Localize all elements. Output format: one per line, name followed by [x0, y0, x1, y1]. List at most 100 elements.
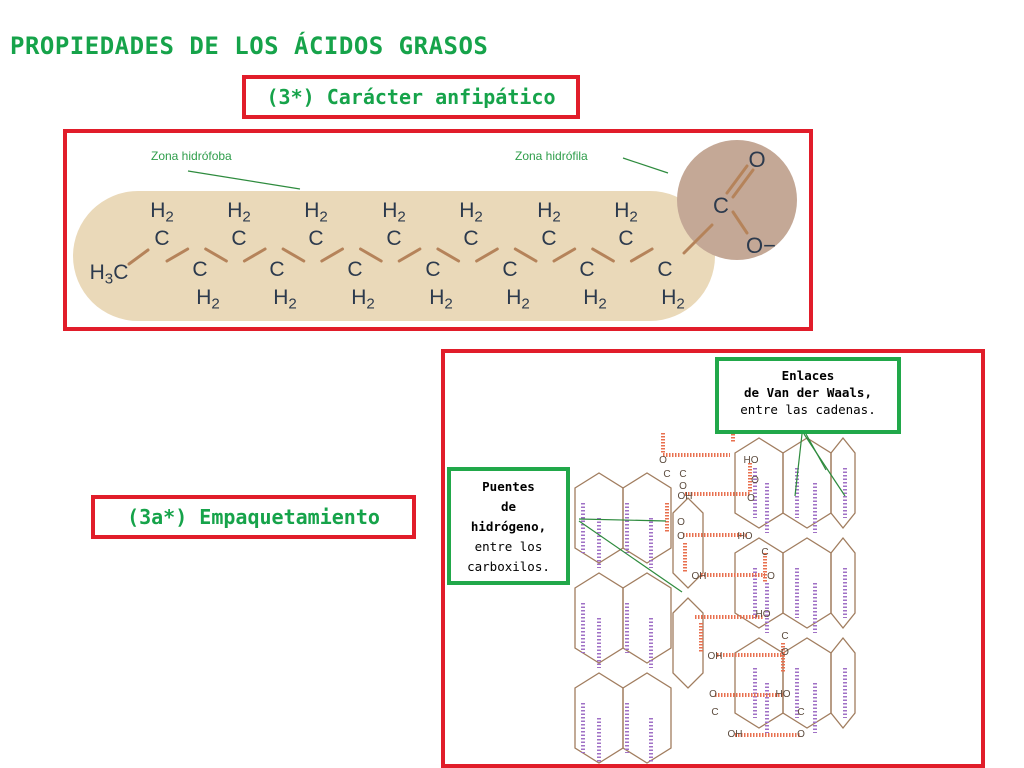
hydrophobic-zone: [73, 191, 715, 321]
zone-hydrophobic-label: Zona hidrófoba: [151, 149, 232, 163]
bond-double-2: [731, 168, 755, 199]
section-label-empaquetamiento-text: (3a*) Empaquetamiento: [127, 505, 380, 529]
h2-label: H2: [583, 286, 607, 313]
carbon-atom: C: [192, 258, 207, 281]
carbon-atom: C: [154, 227, 169, 250]
atom-label: O: [659, 455, 667, 466]
atom-label: HO: [756, 609, 771, 620]
carbon-atom: C: [502, 258, 517, 281]
h2-label: H2: [196, 286, 220, 313]
atom-label: C: [797, 707, 804, 718]
atom-label: O: [679, 481, 687, 492]
lattice-cell: [782, 537, 832, 629]
h2-label: H2: [304, 199, 328, 226]
bond-chain: [242, 247, 267, 263]
h2-label: H2: [661, 286, 685, 313]
atom-label: O: [797, 729, 805, 740]
vdw-line-3: entre las cadenas.: [740, 402, 876, 417]
h2-label: H2: [382, 199, 406, 226]
carbon-atom: C: [425, 258, 440, 281]
carbon-atom: C: [347, 258, 362, 281]
h2-label: H2: [429, 286, 453, 313]
lattice-cell: [830, 636, 856, 730]
section-label-empaquetamiento: (3a*) Empaquetamiento: [91, 495, 416, 539]
lattice-cell: [622, 672, 672, 764]
van-der-waals-callout: Enlaces de Van der Waals, entre las cade…: [715, 357, 901, 434]
atom-label: O: [781, 647, 789, 658]
bond-chain: [320, 247, 344, 263]
hb-line-3: hidrógeno,: [470, 519, 547, 534]
zone-hydrophilic-label: Zona hidrófila: [515, 149, 588, 163]
bond-chain: [591, 247, 615, 263]
hb-line-1: Puentes: [482, 479, 535, 494]
atom-label: C: [781, 631, 788, 642]
carbon-atom: C: [231, 227, 246, 250]
h2-label: H2: [273, 286, 297, 313]
carbon-atom: C: [308, 227, 323, 250]
bond-methyl: [127, 248, 150, 266]
bond-chain: [436, 247, 461, 263]
atom-label: O: [767, 571, 775, 582]
bond-chain: [552, 247, 577, 263]
section-label-anfipatico: (3*) Carácter anfipático: [242, 75, 580, 119]
lattice-cell: [734, 637, 784, 729]
lattice-cell: [782, 637, 832, 729]
atom-label: OH: [692, 571, 707, 582]
atom-label: O: [709, 689, 717, 700]
vdw-line-2: de Van der Waals,: [744, 385, 872, 400]
carboxyl-carbon: C: [713, 193, 729, 218]
bond-chain: [629, 247, 654, 263]
atom-label: OH: [728, 729, 743, 740]
h2-label: H2: [351, 286, 375, 313]
lattice-cell: [622, 572, 672, 664]
lattice-cell: [830, 536, 856, 630]
bond-chain: [475, 247, 499, 263]
h2-label: H2: [506, 286, 530, 313]
bond-chain: [165, 247, 190, 263]
bond-chain: [513, 247, 538, 263]
bond-chain: [359, 247, 383, 263]
oxygen-double: O: [748, 147, 765, 172]
atom-label: C: [663, 469, 670, 480]
atom-label: HO: [738, 531, 753, 542]
lattice-cell: [672, 597, 704, 689]
methyl-label: H3C: [90, 261, 129, 288]
atom-label: C: [711, 707, 718, 718]
hydrogen-bridges-callout: Puentes de hidrógeno, entre los carboxil…: [447, 467, 570, 585]
bond-carboxyl: [682, 223, 714, 255]
hydrogen-bonds: [661, 413, 800, 737]
atom-label: C: [679, 469, 686, 480]
atom-label: HO: [776, 689, 791, 700]
lattice-cell: [622, 472, 672, 564]
atom-label: C: [761, 547, 768, 558]
lattice-cell: [734, 437, 784, 529]
page-title: PROPIEDADES DE LOS ÁCIDOS GRASOS: [10, 32, 489, 60]
atom-label: O: [747, 493, 755, 504]
h2-label: H2: [459, 199, 483, 226]
carbon-atom: C: [269, 258, 284, 281]
bond-chain: [281, 247, 306, 263]
bond-double-1: [725, 164, 749, 195]
h2-label: H2: [227, 199, 251, 226]
bond-single-o: [731, 210, 749, 235]
lattice-cell: [782, 437, 832, 529]
atom-label: OH: [708, 651, 723, 662]
carbon-atom: C: [386, 227, 401, 250]
hb-line-5: carboxilos.: [467, 559, 550, 574]
carbon-atom: C: [541, 227, 556, 250]
atom-label: O: [677, 531, 685, 542]
fatty-acid-diagram: H3CCH2CH2CH2CH2CH2CH2CH2CH2CH2CH2CH2CH2C…: [73, 140, 797, 321]
atom-label: O: [677, 517, 685, 528]
atom-label: OH: [678, 491, 693, 502]
carbon-chain-bonds: [127, 164, 755, 266]
carbon-atom: C: [579, 258, 594, 281]
atom-label: O: [751, 475, 759, 486]
atom-label: HO: [744, 455, 759, 466]
hb-line-4: entre los: [474, 539, 543, 554]
oxygen-single: O−: [746, 233, 776, 258]
bond-chain: [397, 247, 422, 263]
bond-chain: [204, 247, 228, 263]
h2-label: H2: [537, 199, 561, 226]
hb-line-2: de: [500, 499, 517, 514]
